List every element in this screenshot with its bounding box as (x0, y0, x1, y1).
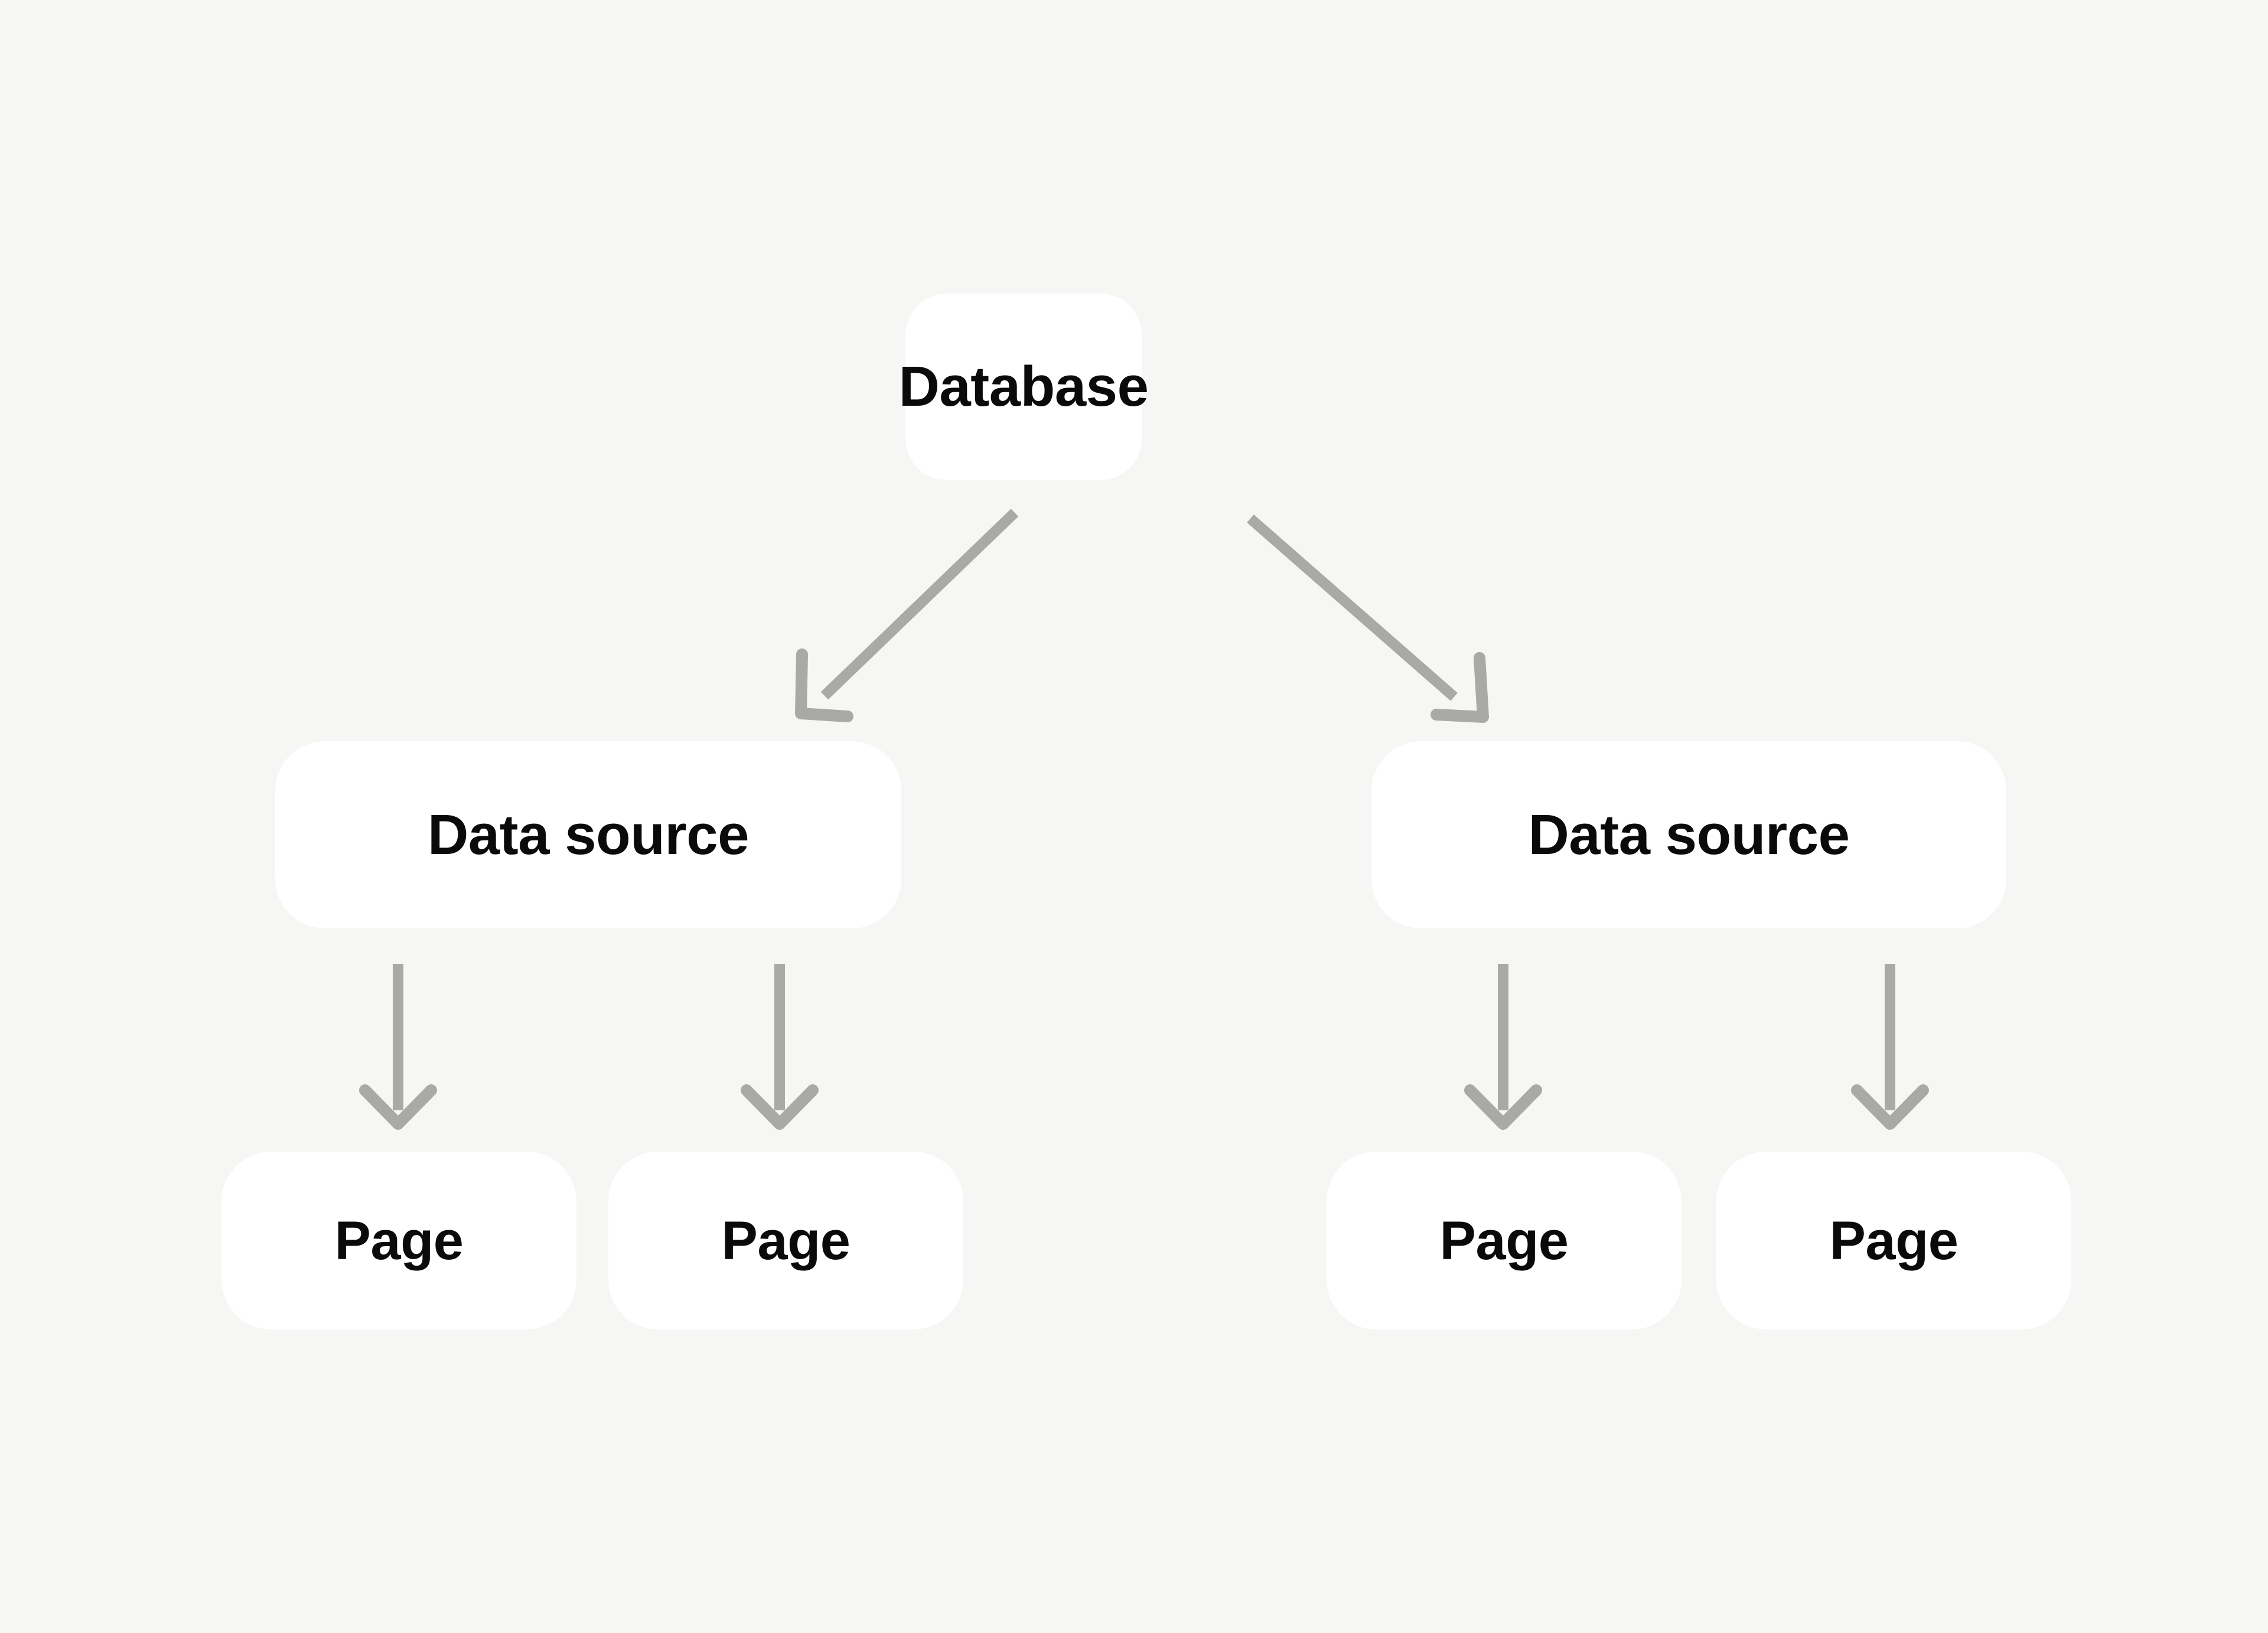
node-page-2[interactable]: Page (608, 1152, 963, 1329)
node-page-1-label: Page (334, 1210, 464, 1271)
node-database-label: Database (898, 355, 1149, 418)
node-page-3[interactable]: Page (1327, 1152, 1682, 1329)
node-page-3-label: Page (1439, 1210, 1569, 1271)
node-page-2-label: Page (721, 1210, 850, 1271)
node-data-source-right[interactable]: Data source (1371, 741, 2006, 928)
edge-data-source-left-to-page-2 (741, 964, 819, 1130)
node-page-1[interactable]: Page (221, 1152, 576, 1329)
edge-data-source-right-to-page-4 (1851, 964, 1929, 1130)
node-data-source-left-label: Data source (427, 803, 750, 866)
edge-database-to-data-source-right (1247, 514, 1489, 723)
node-data-source-left[interactable]: Data source (275, 741, 901, 928)
node-data-source-right-label: Data source (1528, 803, 1850, 866)
node-page-4-label: Page (1829, 1210, 1959, 1271)
edge-data-source-right-to-page-3 (1464, 964, 1542, 1130)
edge-data-source-left-to-page-1 (359, 964, 437, 1130)
node-database[interactable]: Database (899, 294, 1149, 480)
node-page-4[interactable]: Page (1716, 1152, 2071, 1329)
edge-database-to-data-source-left (795, 509, 1019, 722)
